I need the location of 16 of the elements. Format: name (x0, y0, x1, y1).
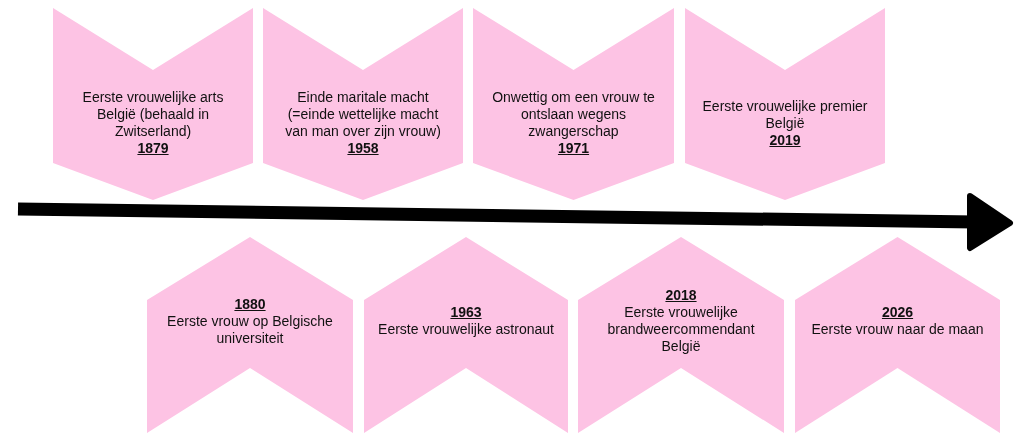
event-description: Einde maritale macht (=einde wettelijke macht van man over zijn vrouw) (284, 89, 442, 140)
year-label: 1963 (450, 304, 482, 321)
year-label: 2026 (881, 304, 914, 321)
year-label: 1958 (347, 140, 379, 157)
event-description: Eerste vrouw op Belgische universiteit (166, 312, 334, 347)
year-label: 1879 (137, 140, 169, 157)
event-description: Onwettig om een vrouw te ontslaan wegens zwangerschap (491, 89, 656, 140)
year-label: 1971 (557, 140, 590, 157)
event-description: Eerste vrouwelijke astronaut (378, 321, 554, 338)
year-label: 2018 (665, 287, 697, 304)
year-label: 2019 (769, 131, 801, 149)
year-label: 1880 (234, 295, 266, 313)
event-description: Eerste vrouwelijke brandweercommendant België (606, 304, 756, 355)
event-description: Eerste vrouw naar de maan (811, 321, 984, 338)
event-description: Eerste vrouwelijke premier België (701, 97, 869, 132)
event-description: Eerste vrouwelijke arts België (behaald in Zwitserland) (81, 89, 225, 140)
